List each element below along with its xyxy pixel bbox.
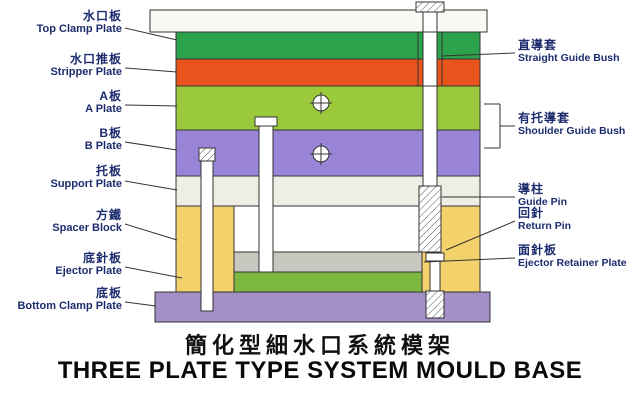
label-zh: 直導套 <box>518 38 558 52</box>
label-en: Ejector Plate <box>55 265 122 277</box>
leader-a-plate <box>124 104 178 107</box>
label-straight-guide-bush: 直導套 Straight Guide Bush <box>518 39 639 65</box>
label-bottom-clamp-plate: 底板 Bottom Clamp Plate <box>4 287 122 313</box>
screw-symbol-a-plate <box>310 92 332 114</box>
leader-b-plate <box>124 141 178 151</box>
label-return-pin: 回針 Return Pin <box>518 207 639 233</box>
center-pin-shaft <box>258 125 274 273</box>
guide-pin-shaft <box>422 11 438 187</box>
label-en: Spacer Block <box>52 222 122 234</box>
label-en: Straight Guide Bush <box>518 52 620 64</box>
label-b-plate: B板 B Plate <box>4 127 122 153</box>
guide-pin <box>418 185 442 253</box>
label-stripper-plate: 水口推板 Stripper Plate <box>4 53 122 79</box>
ejector-plate <box>233 271 423 293</box>
bracket-shoulder-guide-bush <box>484 103 515 149</box>
label-zh: 方鐵 <box>95 208 122 222</box>
label-zh: B板 <box>99 126 122 140</box>
return-pin-head <box>198 147 216 162</box>
label-zh: A板 <box>99 89 122 103</box>
leader-ejector-retainer-plate <box>423 257 516 263</box>
label-en: Guide Pin <box>518 196 568 208</box>
label-top-clamp-plate: 水口板 Top Clamp Plate <box>4 10 122 36</box>
label-zh: 托板 <box>95 164 122 178</box>
label-shoulder-guide-bush: 有托導套 Shoulder Guide Bush <box>518 112 639 138</box>
leader-return-pin <box>445 220 516 251</box>
leader-spacer-block <box>124 223 178 241</box>
label-guide-pin: 導柱 Guide Pin <box>518 183 639 209</box>
lower-screw-cap <box>425 252 445 262</box>
label-zh: 導柱 <box>518 182 545 196</box>
label-en: Support Plate <box>50 178 122 190</box>
lower-screw-body <box>425 290 445 319</box>
label-en: Ejector Retainer Plate <box>518 257 627 269</box>
label-ejector-retainer-plate: 面針板 Ejector Retainer Plate <box>518 244 639 270</box>
center-pin-cap <box>254 116 278 127</box>
leader-support-plate <box>124 180 178 191</box>
label-support-plate: 托板 Support Plate <box>4 165 122 191</box>
label-zh: 回針 <box>518 206 545 220</box>
leader-top-clamp-plate <box>124 27 178 41</box>
label-zh: 水口推板 <box>69 52 122 66</box>
label-zh: 有托導套 <box>518 111 571 125</box>
label-spacer-block: 方鐵 Spacer Block <box>4 209 122 235</box>
leader-bottom-clamp-plate <box>124 301 157 307</box>
label-en: Top Clamp Plate <box>36 23 122 35</box>
guide-pin-cap <box>415 1 445 13</box>
leader-ejector-plate <box>124 266 183 279</box>
lower-screw-shaft <box>429 260 441 292</box>
leader-straight-guide-bush <box>441 52 516 57</box>
label-a-plate: A板 A Plate <box>4 90 122 116</box>
label-en: Shoulder Guide Bush <box>518 125 626 137</box>
label-en: A Plate <box>85 103 122 115</box>
label-en: Return Pin <box>518 220 572 232</box>
label-zh: 底板 <box>95 286 122 300</box>
label-zh: 底針板 <box>82 251 122 265</box>
page-title-chinese: 簡化型細水口系統模架 <box>184 333 455 358</box>
page-title-english: THREE PLATE TYPE SYSTEM MOULD BASE <box>57 357 583 384</box>
label-ejector-plate: 底針板 Ejector Plate <box>4 252 122 278</box>
return-pin-shaft <box>200 160 214 312</box>
leader-stripper-plate <box>124 67 178 73</box>
label-en: Stripper Plate <box>50 66 122 78</box>
label-en: Bottom Clamp Plate <box>17 300 122 312</box>
straight-guide-bush <box>417 31 443 87</box>
screw-symbol-b-plate <box>310 143 332 165</box>
label-zh: 水口板 <box>82 9 122 23</box>
label-en: B Plate <box>84 140 122 152</box>
label-zh: 面針板 <box>518 243 558 257</box>
